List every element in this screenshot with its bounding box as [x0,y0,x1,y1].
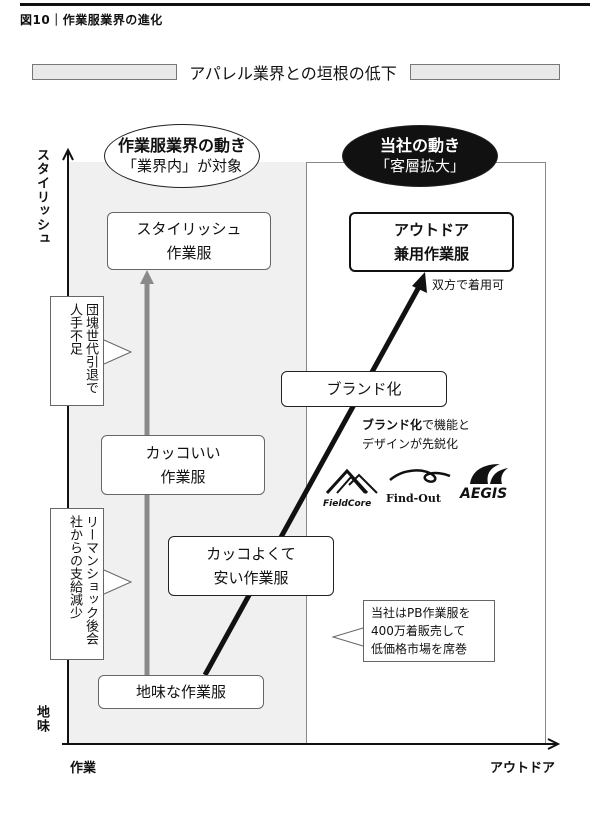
stylish-workwear-line1: スタイリッシュ [136,220,242,238]
figure-label: 図10｜作業服業界の進化 [20,13,163,27]
aegis-flame-icon [470,464,508,484]
cool-workwear-line2: 作業服 [160,468,206,486]
lehman-callout-pointer [103,569,133,595]
branding-note: ブランド化で機能と デザインが先鋭化 [362,416,470,454]
cool-cheap-line2: 安い作業服 [213,569,289,587]
industry-moves-scope: 「業界内」が対象 [121,157,242,175]
cool-workwear-box: カッコいい 作業服 [101,435,265,495]
stylish-workwear-line2: 作業服 [166,244,212,262]
outdoor-workwear-box: アウトドア 兼用作業服 [349,212,514,272]
fieldcore-logo-text: FieldCore [323,499,372,509]
lehman-callout: リーマンショック後会社からの支給減少 [50,508,104,660]
branding-label: ブランド化 [326,380,402,398]
outdoor-line1: アウトドア [393,221,469,239]
retire-callout-text: 団塊世代引退で人手不足 [67,303,98,394]
plain-workwear-label: 地味な作業服 [135,683,226,701]
industry-moves-title: 作業服業界の動き [117,136,246,155]
y-axis-top-label: スタイリッシュ [34,148,49,246]
pb-callout: 当社はPB作業服を 400万着販売して 低価格市場を席巻 [363,600,495,662]
x-axis [62,738,561,750]
branding-note-bold: ブランド化 [362,418,423,432]
branding-note-rest2: デザインが先鋭化 [362,437,459,451]
outdoor-line2: 兼用作業服 [393,245,469,263]
pb-callout-pointer [331,627,364,647]
cool-cheap-line1: カッコよくて [206,545,296,563]
banner-title: アパレル業界との垣根の低下 [177,60,409,84]
x-axis-right-label: アウトドア [490,761,556,776]
banner-bar-right [410,64,560,80]
aegis-logo: AEGIS [460,460,512,508]
company-progress-arrow [202,272,427,677]
findout-logo: Find-Out [386,466,454,506]
fieldcore-mark-icon [325,468,378,495]
industry-moves-ellipse: 作業服業界の動き 「業界内」が対象 [104,124,260,188]
company-moves-title: 当社の動き [379,136,460,155]
top-rule [20,3,590,6]
dual-use-note: 双方で着用可 [432,278,505,292]
fieldcore-logo: FieldCore [323,463,381,509]
retire-callout: 団塊世代引退で人手不足 [50,296,104,406]
lehman-callout-text: リーマンショック後会社からの支給減少 [67,515,98,645]
stylish-workwear-box: スタイリッシュ 作業服 [107,212,271,270]
retire-callout-pointer [103,339,133,365]
y-axis-bottom-label: 地味 [34,705,49,733]
company-moves-ellipse: 当社の動き 「客層拡大」 [342,125,498,187]
findout-logo-text: Find-Out [386,492,441,505]
branding-note-rest1: で機能と [422,418,471,432]
branding-box: ブランド化 [281,371,447,407]
x-axis-left-label: 作業 [70,761,97,776]
company-moves-scope: 「客層拡大」 [374,157,465,175]
banner-bar-left [32,64,177,80]
aegis-logo-text: AEGIS [460,486,508,502]
findout-swoosh-icon [389,469,451,483]
pb-callout-line3: 低価格市場を席巻 [371,642,468,656]
cool-workwear-line1: カッコいい [145,444,221,462]
pb-callout-line1: 当社はPB作業服を [371,606,471,620]
pb-callout-line2: 400万着販売して [371,624,466,638]
plain-workwear-box: 地味な作業服 [98,675,264,709]
cool-cheap-workwear-box: カッコよくて 安い作業服 [168,536,334,596]
